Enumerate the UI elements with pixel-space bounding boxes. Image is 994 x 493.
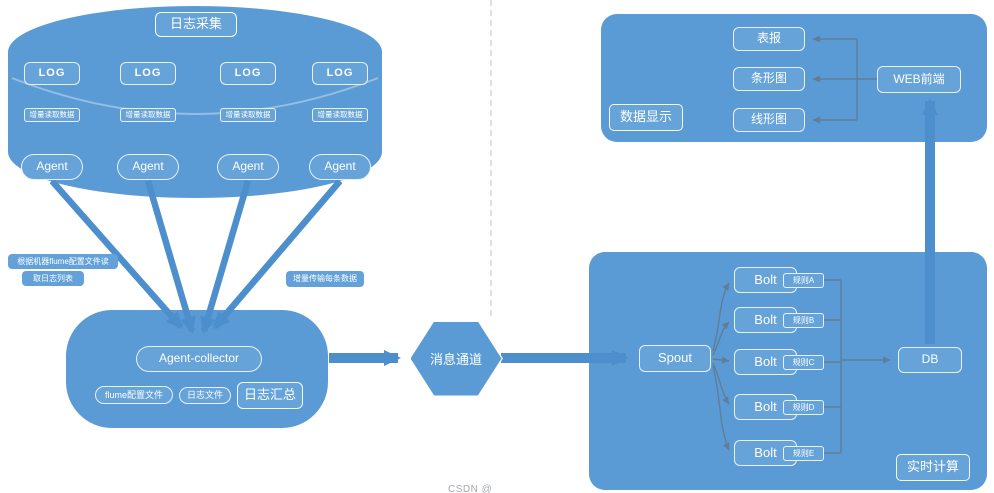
log-box: LOG [24,62,80,85]
rule-label: 规则D [783,400,824,415]
rule-label: 规则B [783,313,824,328]
spout-to-bolt-connectors [712,282,730,451]
web-frontend-box: WEB前端 [877,66,961,93]
agent-box: Agent [21,154,83,180]
line-chart-box: 线形图 [733,108,805,132]
incremental-read-label: 增量读取数据 [220,108,276,122]
log-box: LOG [220,62,276,85]
bolt-to-db-rail [824,279,891,454]
message-channel-label: 消息通道 [429,352,482,367]
log-file-box: 日志文件 [179,387,231,404]
flume-config-note: 根据机器flume配置文件读 [8,254,118,269]
report-box: 表报 [733,27,805,51]
log-box: LOG [312,62,368,85]
agent-box: Agent [309,154,371,180]
main-flow-arrows [329,98,938,366]
log-collection-title: 日志采集 [155,12,237,37]
bar-chart-box: 条形图 [733,67,805,91]
rule-label: 规则C [783,355,824,370]
db-box: DB [898,347,962,373]
flume-config-box: flume配置文件 [95,386,173,404]
agent-collector-box: Agent-collector [136,346,262,372]
rule-label: 规则E [783,446,824,461]
cylinder-arc [11,77,379,115]
flume-config-note-line2: 取日志列表 [22,271,84,286]
agent-box: Agent [117,154,179,180]
bolt-box: Bolt [734,394,797,420]
realtime-compute-label: 实时计算 [896,454,970,481]
watermark: CSDN @ [448,484,493,493]
log-box: LOG [120,62,176,85]
rule-label: 规则A [783,273,824,288]
web-to-chart-connectors [812,35,877,124]
incremental-transfer-note: 增量传输每条数据 [286,271,364,287]
incremental-read-label: 增量读取数据 [312,108,368,122]
incremental-read-label: 增量读取数据 [120,108,176,122]
spout-box: Spout [639,345,711,372]
agent-box: Agent [217,154,279,180]
data-display-label: 数据显示 [609,104,683,131]
log-summary-label: 日志汇总 [237,382,303,409]
incremental-read-label: 增量读取数据 [24,108,80,122]
